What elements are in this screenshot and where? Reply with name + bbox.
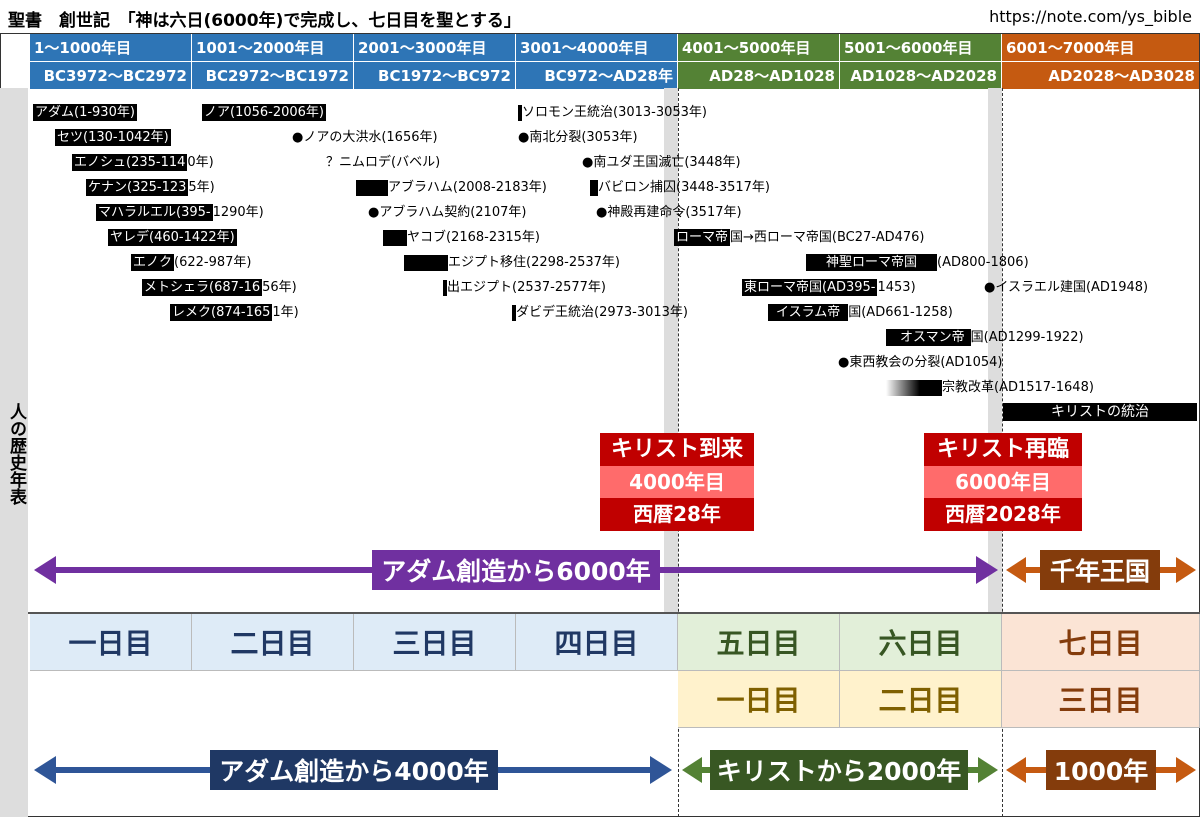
side-band xyxy=(0,88,28,817)
event-reign: キリストの統治 xyxy=(1003,403,1197,421)
day1-2: 二日目 xyxy=(192,614,354,671)
second-coming-year: 6000年目 xyxy=(924,466,1082,498)
header-years-2: 1001～2000年目 xyxy=(192,34,353,61)
day1-3: 三日目 xyxy=(354,614,516,671)
header-era-5: AD28～AD1028 xyxy=(678,62,839,89)
day1-4: 四日目 xyxy=(516,614,678,671)
header-era-3: BC1972～BC972 xyxy=(354,62,515,89)
header-era-6: AD1028～AD2028 xyxy=(840,62,1001,89)
event-exodus: 出エジプト(2537-2577年) xyxy=(443,279,606,296)
event-seth: セツ(130-1042年) xyxy=(55,129,171,146)
day2-3: 三日目 xyxy=(1002,671,1200,728)
bar-reformation xyxy=(886,379,942,396)
label-6000: アダム創造から6000年 xyxy=(372,550,660,590)
second-coming-ad: 西暦2028年 xyxy=(924,498,1082,531)
day1-7: 七日目 xyxy=(1002,614,1200,671)
event-islam: イスラム帝国(AD661-1258) xyxy=(768,304,953,321)
day-row-top-border xyxy=(28,612,1200,614)
header-era-2: BC2972～BC1972 xyxy=(192,62,353,89)
label-millennium: 千年王国 xyxy=(1040,550,1160,590)
day1-5: 五日目 xyxy=(678,614,840,671)
event-split: ●南北分裂(3053年) xyxy=(518,130,638,145)
event-temple: ●神殿再建命令(3517年) xyxy=(596,205,742,220)
arrow-1000-left-head xyxy=(1006,757,1026,783)
event-byzantine: 東ローマ帝国(AD395-1453) xyxy=(742,279,916,296)
first-coming-ad: 西暦28年 xyxy=(600,498,754,531)
event-schism: ●東西教会の分裂(AD1054) xyxy=(838,355,1003,370)
bar-solomon xyxy=(518,104,522,121)
label-1000: 1000年 xyxy=(1046,750,1156,790)
bar-babylon xyxy=(590,179,598,196)
event-david: ダビデ王統治(2973-3013年) xyxy=(512,304,688,321)
day1-1: 一日目 xyxy=(30,614,192,671)
bar-abraham xyxy=(356,179,388,196)
arrow-2000-left-head xyxy=(682,757,702,783)
event-judah: ●南ユダ王国滅亡(3448年) xyxy=(582,155,741,170)
side-label: 人の歴史年表 xyxy=(6,403,26,505)
first-coming-year: 4000年目 xyxy=(600,466,754,498)
header-era-1: BC3972～BC2972 xyxy=(30,62,191,89)
event-babylon: バビロン捕囚(3448-3517年) xyxy=(590,179,770,196)
header-years-4: 3001～4000年目 xyxy=(516,34,677,61)
header-years-7: 6001～7000年目 xyxy=(1002,34,1199,61)
event-jared: ヤレデ(460-1422年) xyxy=(108,229,237,246)
header-years-5: 4001～5000年目 xyxy=(678,34,839,61)
event-nimrod: ？ニムロデ(バベル) xyxy=(326,155,441,170)
bar-exodus xyxy=(443,279,447,296)
label-4000: アダム創造から4000年 xyxy=(210,750,498,790)
arrow-millennium-left-head xyxy=(1006,557,1026,583)
header-years-1: 1～1000年目 xyxy=(30,34,191,61)
arrow-1000-right-head xyxy=(1176,757,1196,783)
first-coming-title: キリスト到来 xyxy=(600,433,754,466)
arrow-millennium-right-head xyxy=(1176,557,1196,583)
source-url[interactable]: https://note.com/ys_bible xyxy=(989,7,1192,26)
event-israel: ●イスラエル建国(AD1948) xyxy=(984,280,1149,295)
bar-egypt xyxy=(404,254,448,271)
event-solomon: ソロモン王統治(3013-3053年) xyxy=(518,104,707,121)
event-mahalalel: マハラルエル(395-1290年) xyxy=(96,204,264,221)
bar-jacob xyxy=(383,229,407,246)
day1-6: 六日目 xyxy=(840,614,1002,671)
event-enoch: エノク(622-987年) xyxy=(131,254,252,271)
second-coming-title: キリスト再臨 xyxy=(924,433,1082,466)
header-years-6: 5001～6000年目 xyxy=(840,34,1001,61)
event-noah: ノア(1056-2006年) xyxy=(202,104,327,121)
arrow-6000-left-head xyxy=(34,556,56,584)
bar-david xyxy=(512,304,516,321)
event-ottoman: オスマン帝国(AD1299-1922) xyxy=(886,329,1084,346)
label-2000: キリストから2000年 xyxy=(710,750,968,790)
event-adam: アダム(1-930年) xyxy=(33,104,137,121)
event-abraham: アブラハム(2008-2183年) xyxy=(356,179,547,196)
day2-1: 一日目 xyxy=(678,671,840,728)
event-jacob: ヤコブ(2168-2315年) xyxy=(383,229,540,246)
event-reformation: 宗教改革(AD1517-1648) xyxy=(886,379,1094,396)
header-era-4: BC972～AD28年 xyxy=(516,62,677,89)
event-abraham-covenant: ●アブラハム契約(2107年) xyxy=(368,205,527,220)
arrow-4000-right-head xyxy=(650,756,672,784)
arrow-4000-left-head xyxy=(34,756,56,784)
header-era-7: AD2028～AD3028 xyxy=(1002,62,1199,89)
day2-2: 二日目 xyxy=(840,671,1002,728)
arrow-6000-right-head xyxy=(976,556,998,584)
event-egypt: エジプト移住(2298-2537年) xyxy=(404,254,620,271)
page-title: 聖書 創世記 「神は六日(6000年)で完成し、七日目を聖とする」 xyxy=(8,11,521,31)
header-years-3: 2001～3000年目 xyxy=(354,34,515,61)
event-flood: ●ノアの大洪水(1656年) xyxy=(292,130,438,145)
arrow-2000-right-head xyxy=(978,757,998,783)
event-rome: ローマ帝国→西ローマ帝国(BC27-AD476) xyxy=(674,229,925,246)
event-hre: 神聖ローマ帝国(AD800-1806) xyxy=(806,254,1029,271)
